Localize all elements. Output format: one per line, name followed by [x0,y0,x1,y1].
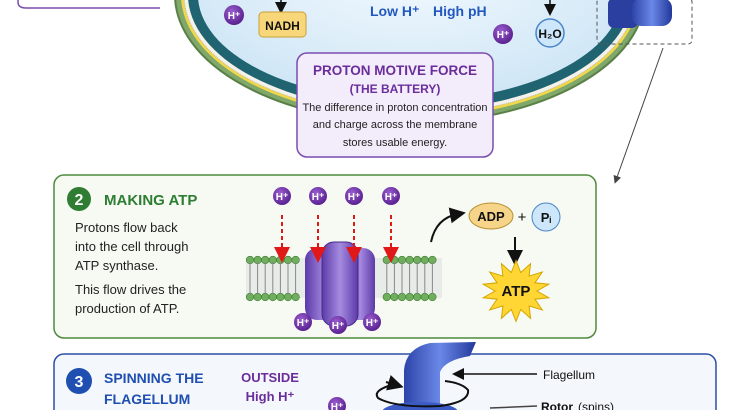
svg-text:FLAGELLUM: FLAGELLUM [104,391,190,407]
svg-text:H⁺: H⁺ [276,192,289,203]
lipid-head [253,292,262,302]
svg-text:H⁺: H⁺ [348,192,361,203]
rotor-note: (spins) [578,400,614,410]
svg-text:H⁺: H⁺ [497,30,510,41]
svg-text:High H⁺: High H⁺ [246,389,295,404]
svg-text:H⁺: H⁺ [312,192,325,203]
svg-text:ATP: ATP [502,283,531,300]
adp-molecule: ADP [468,202,514,230]
svg-text:H⁺: H⁺ [297,318,310,329]
proton-motive-force-box: PROTON MOTIVE FORCE (THE BATTERY) The di… [296,52,494,158]
nadh-label: NADH [258,11,307,38]
section-spinning-flagellum: 3 SPINNING THE FLAGELLUM OUTSIDE High H⁺ [53,353,717,410]
svg-text:H⁺: H⁺ [385,192,398,203]
lipid-head [420,292,429,302]
phosphate-molecule: Pᵢ [531,202,561,232]
svg-text:H₂O: H₂O [538,27,561,41]
svg-text:NADH: NADH [265,19,300,33]
svg-text:MAKING ATP: MAKING ATP [104,192,197,209]
flagellum-illustration [375,342,476,410]
proton-ion: H⁺ [329,316,347,334]
svg-text:PROTON MOTIVE FORCE: PROTON MOTIVE FORCE [313,63,477,78]
lipid-head [283,292,293,302]
svg-text:and charge across the membrane: and charge across the membrane [313,119,477,131]
atp-starburst: ATP [481,259,551,323]
proton-ion: H⁺ [328,397,346,410]
proton-ion: H⁺ [382,187,400,205]
section1-text-box [17,0,160,9]
lipid-head [291,292,300,302]
lipid-head [261,292,270,302]
svg-text:OUTSIDE: OUTSIDE [241,370,299,385]
low-h-label: Low H⁺ [370,3,419,19]
lipid-head [405,292,414,302]
svg-text:SPINNING THE: SPINNING THE [104,370,204,386]
svg-text:(THE BATTERY): (THE BATTERY) [350,82,441,96]
flagellar-motor-icon [596,0,693,45]
svg-text:Protons flow back: Protons flow back [75,220,178,235]
rotor-label: Rotor [541,400,573,410]
lipid-head [276,292,285,302]
svg-text:H⁺: H⁺ [331,402,344,410]
svg-text:H⁺: H⁺ [228,11,241,22]
svg-text:H⁺: H⁺ [332,321,345,332]
water-molecule: H₂O [535,18,565,48]
lipid-head [390,292,399,302]
svg-text:The difference in proton conce: The difference in proton concentration [302,102,487,114]
lipid-head [413,292,422,302]
lipid-head [245,292,255,302]
proton-ion: H⁺ [224,5,244,25]
high-ph-label: High pH [433,3,487,19]
lipid-head [382,292,391,302]
lipid-head [268,292,277,302]
svg-text:ATP synthase.: ATP synthase. [75,258,158,273]
svg-text:Pᵢ: Pᵢ [541,210,552,225]
svg-text:This flow drives the: This flow drives the [75,282,186,297]
svg-text:H⁺: H⁺ [366,318,379,329]
lipid-head [428,292,437,302]
svg-text:2: 2 [75,192,84,209]
flagellum-label: Flagellum [543,368,595,382]
plus-sign: + [518,209,527,226]
svg-text:into the cell through: into the cell through [75,239,188,254]
proton-ion: H⁺ [273,187,291,205]
svg-text:production of ATP.: production of ATP. [75,301,179,316]
svg-text:3: 3 [75,374,84,391]
proton-ion: H⁺ [294,313,312,331]
proton-ion: H⁺ [363,313,381,331]
proton-ion: H⁺ [309,187,327,205]
svg-text:stores usable energy.: stores usable energy. [343,137,447,149]
proton-ion: H⁺ [493,24,513,44]
svg-text:ADP: ADP [477,209,505,224]
lipid-head [397,292,407,302]
proton-ion: H⁺ [345,187,363,205]
